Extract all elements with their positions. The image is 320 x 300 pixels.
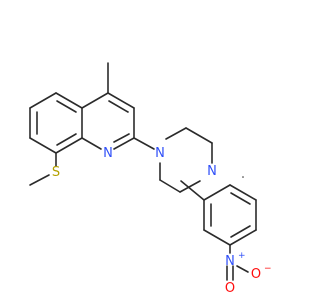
bond: [133, 137, 155, 150]
nitro-nitrogen-atom: N: [225, 254, 235, 269]
bond: [230, 192, 251, 205]
bond: [55, 137, 83, 154]
bond: [108, 100, 129, 113]
bond: [113, 137, 135, 150]
bond: [81, 137, 102, 150]
bond: [107, 92, 135, 109]
bond: [185, 127, 213, 144]
bond: [56, 100, 77, 113]
nitro-oxygen-atom: O: [225, 281, 235, 296]
bond: [55, 92, 83, 109]
bond: [113, 133, 130, 143]
bond: [229, 229, 257, 246]
bond: [29, 174, 50, 186]
quinoline-nitrogen-atom: N: [103, 146, 113, 161]
piperazine-nitrogen-atom: N: [155, 146, 165, 161]
bond: [81, 92, 109, 109]
bond: [56, 133, 77, 146]
bond: [180, 180, 205, 201]
nitro-oxygen-atom: O: [251, 267, 261, 282]
bond: [29, 137, 57, 154]
bond: [165, 127, 187, 140]
bond: [236, 265, 249, 273]
bond: [229, 184, 257, 201]
negative-charge: −: [264, 264, 272, 274]
atom-labels: S N N N N + O O −: [52, 146, 272, 296]
bond: [29, 92, 57, 109]
positive-charge: +: [238, 251, 246, 261]
sulfur-atom: S: [52, 165, 60, 180]
bond: [230, 225, 251, 238]
bond: [203, 229, 231, 246]
bond: [159, 179, 181, 193]
piperazine-nitrogen-atom: N: [207, 164, 217, 179]
bonds: [29, 62, 257, 281]
bond: [203, 184, 231, 201]
molecule-structure-diagram: S N N N N + O O −: [29, 62, 272, 296]
bond: [179, 180, 201, 193]
